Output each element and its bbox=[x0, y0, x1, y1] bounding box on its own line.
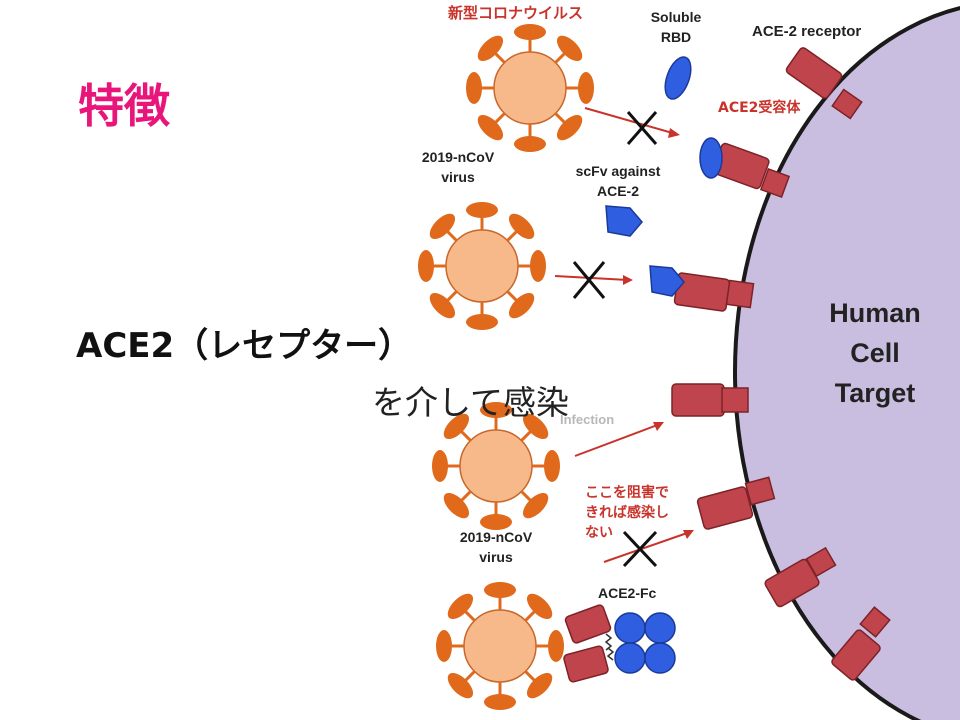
scfv-label-2: ACE-2 bbox=[597, 183, 639, 199]
ace2-fc-label: ACE2-Fc bbox=[598, 585, 657, 601]
cross-icon bbox=[626, 111, 658, 145]
soluble-rbd-label-2: RBD bbox=[661, 29, 691, 45]
virus-label-bottom-1: 2019-nCoV bbox=[460, 529, 533, 545]
infection-label: Infection bbox=[560, 412, 614, 427]
virus-icon bbox=[432, 402, 560, 530]
block-note-line-1: ここを阻害で bbox=[585, 484, 669, 501]
virus-label-top-2: virus bbox=[441, 169, 475, 185]
cross-icon bbox=[622, 530, 658, 568]
virus-icon bbox=[418, 202, 546, 330]
receptor-icon bbox=[696, 476, 776, 530]
soluble-rbd bbox=[664, 56, 692, 100]
block-note-line-2: きれば感染し bbox=[585, 504, 669, 521]
arrow-icon bbox=[584, 107, 680, 138]
cell-label-line-2: Cell bbox=[850, 338, 900, 368]
virus-label-jp: 新型コロナウイルス bbox=[448, 4, 583, 22]
ace2-receptor-label-jp: ACE2受容体 bbox=[718, 99, 801, 116]
scfv-label-1: scFv against bbox=[576, 163, 661, 179]
human-cell bbox=[733, 6, 960, 720]
soluble-rbd-label-1: Soluble bbox=[651, 9, 702, 25]
slide-subtitle: ACE2（レセプター） bbox=[76, 326, 413, 366]
slide-caption: を介して感染 bbox=[372, 383, 570, 422]
receptor-icon bbox=[673, 272, 755, 312]
virus-icon bbox=[466, 24, 594, 152]
receptor-icon bbox=[831, 606, 891, 681]
soluble-rbd-bound bbox=[699, 137, 723, 179]
virus-label-top-1: 2019-nCoV bbox=[422, 149, 495, 165]
scfv bbox=[605, 205, 643, 237]
scfv-bound bbox=[649, 265, 685, 297]
receptor-icon bbox=[671, 383, 749, 417]
ace2-fc-construct bbox=[563, 604, 676, 683]
cell-label-line-1: Human bbox=[829, 298, 921, 328]
virus-label-bottom-2: virus bbox=[479, 549, 513, 565]
arrow-icon bbox=[574, 422, 664, 457]
virus-icon bbox=[436, 582, 564, 710]
arrow-icon bbox=[554, 275, 633, 285]
block-note-line-3: ない bbox=[585, 525, 613, 541]
cross-icon bbox=[572, 261, 606, 299]
arrow-icon bbox=[603, 530, 694, 563]
cell-label-line-3: Target bbox=[835, 378, 916, 408]
slide-title: 特徴 bbox=[78, 79, 170, 133]
ace2-receptor-label: ACE-2 receptor bbox=[752, 23, 861, 40]
receptor-icon bbox=[764, 546, 837, 608]
receptor-icon bbox=[785, 47, 863, 120]
